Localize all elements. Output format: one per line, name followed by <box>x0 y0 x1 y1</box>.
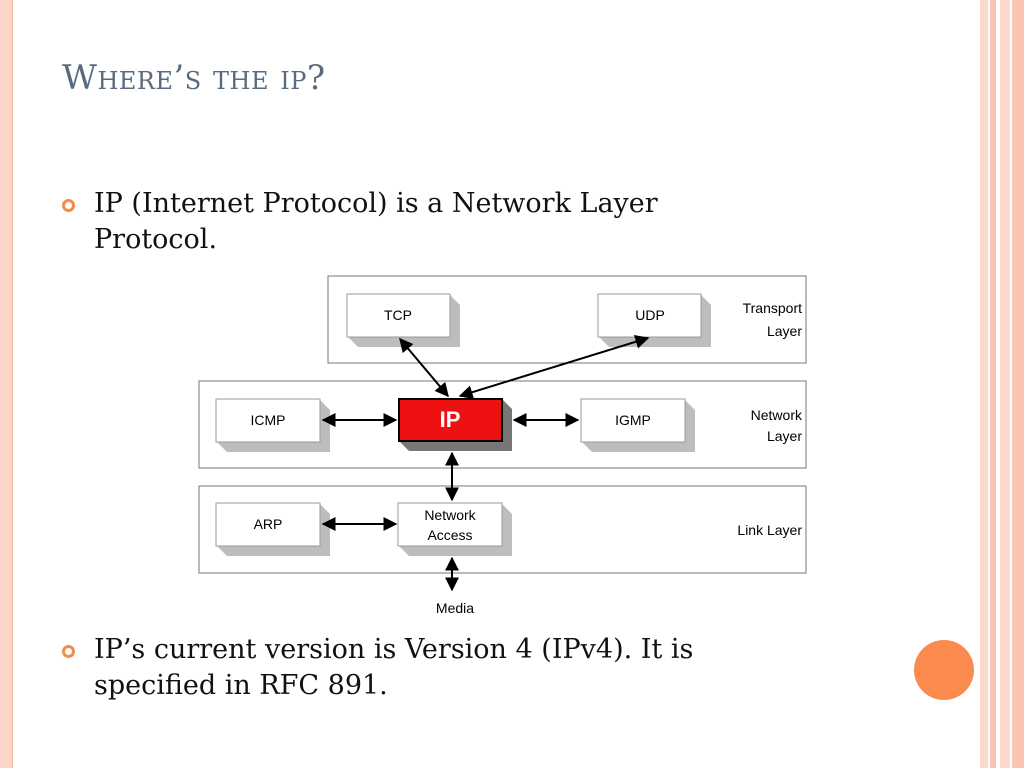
network-access-label-line1: Network <box>424 507 476 523</box>
bullet-circle-icon <box>62 645 75 658</box>
udp-label: UDP <box>635 307 665 323</box>
igmp-box: IGMP <box>580 398 695 452</box>
media-label: Media <box>436 600 474 616</box>
ip-label: IP <box>440 407 461 432</box>
right-stripe-1 <box>980 0 988 768</box>
arrow-tcp-ip <box>399 337 449 398</box>
network-layer-label-line1: Network <box>751 407 803 423</box>
right-stripe-4 <box>1012 0 1024 768</box>
igmp-label: IGMP <box>615 412 651 428</box>
bullet-item-2: IP’s current version is Version 4 (IPv4)… <box>62 632 814 704</box>
network-access-box: Network Access <box>397 502 512 556</box>
right-stripe-2 <box>990 0 996 768</box>
arrow-udp-ip <box>458 335 650 399</box>
network-layer-label-line2: Layer <box>767 428 802 444</box>
icmp-label: ICMP <box>251 412 286 428</box>
transport-layer-label-line2: Layer <box>767 323 802 339</box>
ip-box: IP <box>398 398 512 451</box>
right-stripe-3 <box>1000 0 1010 768</box>
tcp-box: TCP <box>346 293 460 347</box>
bullet-text-1: IP (Internet Protocol) is a Network Laye… <box>94 188 658 255</box>
bullet-text-2: IP’s current version is Version 4 (IPv4)… <box>94 634 694 701</box>
network-access-label-line2: Access <box>427 527 472 543</box>
bullet-item-1: IP (Internet Protocol) is a Network Laye… <box>62 186 784 258</box>
link-layer-label: Link Layer <box>737 522 802 538</box>
icmp-box: ICMP <box>215 398 330 452</box>
arp-box: ARP <box>215 502 330 556</box>
udp-box: UDP <box>597 293 711 347</box>
bullet-circle-icon <box>62 199 75 212</box>
left-border-decoration <box>0 0 13 768</box>
decorative-orange-circle <box>914 640 974 700</box>
tcp-label: TCP <box>384 307 412 323</box>
slide-title: Where’s the ip? <box>62 58 326 98</box>
transport-layer-label-line1: Transport <box>743 300 803 316</box>
arp-label: ARP <box>254 516 283 532</box>
